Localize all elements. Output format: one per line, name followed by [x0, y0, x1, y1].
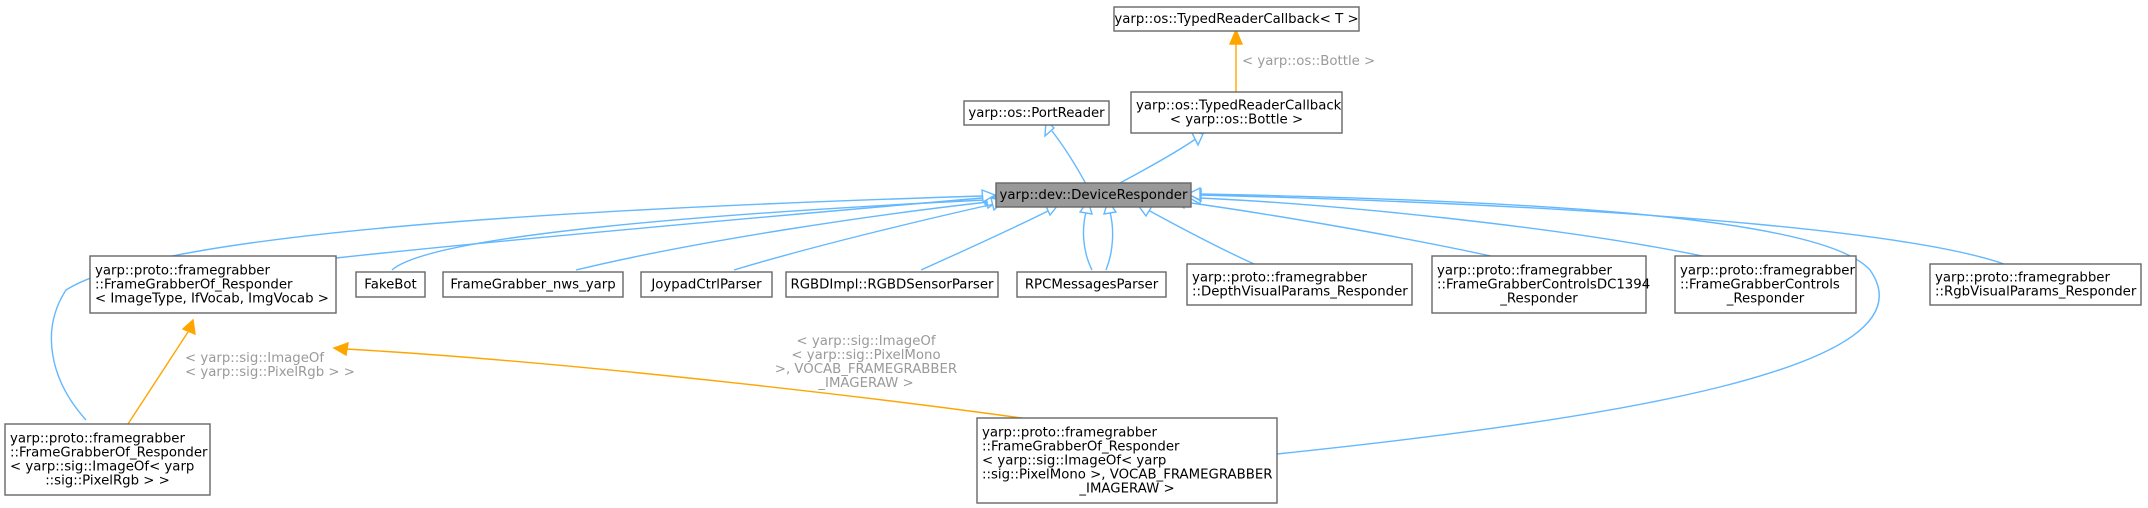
node-label-line: yarp::proto::framegrabber	[1437, 264, 1612, 279]
node-label-line: ::sig::PixelMono >, VOCAB_FRAMEGRABBER	[982, 468, 1273, 483]
node-label-line: ::FrameGrabberOf_Responder	[10, 446, 208, 461]
edge-rpc-messages-parser-a	[1078, 199, 1094, 271]
node-label-line: ::FrameGrabberControls	[1680, 278, 1840, 293]
node-label-line: yarp::proto::framegrabber	[95, 264, 270, 279]
edge-joypad-ctrl-parser	[733, 197, 1006, 271]
edge-label-line: < yarp::os::Bottle >	[1242, 54, 1375, 69]
edge-framegrabberof-responder-pixelmono	[1186, 186, 1880, 455]
node-box	[355, 271, 426, 298]
edge-rgb-visual-params-responder	[1186, 187, 2005, 265]
node-framegrabber-nws-yarp[interactable]: FrameGrabber_nws_yarp	[442, 271, 624, 298]
node-label-line: JoypadCtrlParser	[650, 278, 762, 293]
node-label-line: yarp::proto::framegrabber	[982, 426, 1157, 441]
node-box	[785, 271, 999, 298]
node-label-line: yarp::proto::framegrabber	[1192, 271, 1367, 286]
node-port-reader[interactable]: yarp::os::PortReader	[963, 100, 1110, 126]
edge-framegrabberof-responder-pixelrgb	[50, 188, 997, 421]
node-fakebot[interactable]: FakeBot	[355, 271, 426, 298]
node-label-line: yarp::os::PortReader	[968, 106, 1105, 121]
edge-depth-visual-params-responder	[1136, 204, 1255, 265]
edge-label-pixelrgb: < yarp::sig::ImageOf< yarp::sig::PixelRg…	[185, 351, 355, 380]
edge-layer	[50, 28, 2005, 455]
node-label-line: FakeBot	[364, 278, 416, 293]
node-label-line: < yarp::sig::ImageOf< yarp	[982, 454, 1166, 469]
node-framegrabberof-responder[interactable]: yarp::proto::framegrabber::FrameGrabberO…	[89, 255, 337, 314]
node-box	[1431, 255, 1647, 314]
node-label-line: _Responder	[1726, 292, 1805, 307]
node-box	[442, 271, 624, 298]
node-box	[89, 255, 337, 314]
edge-device-responder-to-typed-reader-callback	[1117, 129, 1204, 185]
node-device-responder[interactable]: yarp::dev::DeviceResponder	[995, 182, 1192, 208]
edge-label-line: < yarp::sig::ImageOf	[796, 334, 935, 349]
node-label-line: yarp::os::TypedReaderCallback	[1136, 99, 1342, 114]
node-box	[4, 423, 211, 496]
node-label-line: yarp::proto::framegrabber	[10, 432, 185, 447]
edge-template-pixelrgb	[127, 318, 196, 425]
node-box	[1674, 255, 1857, 314]
node-label-line: _Responder	[1499, 292, 1578, 307]
node-label-line: ::FrameGrabberControlsDC1394	[1437, 278, 1650, 293]
edge-rgbd-sensor-parser	[920, 203, 1060, 271]
node-label-line: ::FrameGrabberOf_Responder	[982, 440, 1180, 455]
node-label-line: yarp::proto::framegrabber	[1680, 264, 1855, 279]
node-typed-reader-callback-t[interactable]: yarp::os::TypedReaderCallback< T >	[1113, 6, 1360, 32]
node-label-line: yarp::dev::DeviceResponder	[1000, 188, 1188, 203]
node-label-line: < yarp::sig::ImageOf< yarp	[10, 460, 194, 475]
edge-framegrabberof-responder	[335, 191, 998, 259]
node-label-line: RGBDImpl::RGBDSensorParser	[791, 278, 994, 293]
node-rgb-visual-params-responder[interactable]: yarp::proto::framegrabber::RgbVisualPara…	[1929, 263, 2142, 306]
edge-device-responder-to-port-reader	[1044, 118, 1087, 185]
edge-framegrabber-nws-yarp	[575, 194, 1001, 271]
edge-label-line: < yarp::sig::PixelMono	[791, 348, 940, 363]
edge-rpc-messages-parser-b	[1102, 199, 1118, 271]
node-box	[640, 271, 773, 298]
node-label-line: yarp::os::TypedReaderCallback< T >	[1114, 12, 1358, 27]
node-framegrabber-controls-responder[interactable]: yarp::proto::framegrabber::FrameGrabberC…	[1674, 255, 1857, 314]
edge-label-line: _IMAGERAW >	[817, 376, 913, 391]
node-label-line: < ImageType, IfVocab, ImgVocab >	[95, 292, 329, 307]
node-label-line: FrameGrabber_nws_yarp	[450, 278, 615, 293]
node-box	[1130, 91, 1343, 134]
edge-label-line: < yarp::sig::PixelRgb > >	[185, 365, 355, 380]
edge-label-bottle: < yarp::os::Bottle >	[1242, 54, 1375, 69]
node-label-line: < yarp::os::Bottle >	[1170, 113, 1303, 128]
node-joypad-ctrl-parser[interactable]: JoypadCtrlParser	[640, 271, 773, 298]
node-layer: yarp::os::TypedReaderCallback< T > yarp:…	[4, 6, 2142, 504]
edge-template-pixelmono	[332, 341, 1037, 421]
node-framegrabberof-responder-pixelmono[interactable]: yarp::proto::framegrabber::FrameGrabberO…	[976, 417, 1278, 504]
edge-label-layer: < yarp::os::Bottle > < yarp::sig::ImageO…	[185, 54, 1375, 391]
edge-label-pixelmono: < yarp::sig::ImageOf< yarp::sig::PixelMo…	[775, 334, 957, 391]
node-rpc-messages-parser[interactable]: RPCMessagesParser	[1016, 271, 1167, 298]
node-framegrabber-controls-dc1394-responder[interactable]: yarp::proto::framegrabber::FrameGrabberC…	[1431, 255, 1650, 314]
node-rgbd-sensor-parser[interactable]: RGBDImpl::RGBDSensorParser	[785, 271, 999, 298]
node-label-line: RPCMessagesParser	[1025, 278, 1159, 293]
node-box	[963, 100, 1110, 126]
node-framegrabberof-responder-pixelrgb[interactable]: yarp::proto::framegrabber::FrameGrabberO…	[4, 423, 211, 496]
edge-label-line: < yarp::sig::ImageOf	[185, 351, 324, 366]
node-box	[1113, 6, 1360, 32]
edge-template-bottle	[1228, 28, 1244, 92]
node-box	[1929, 263, 2142, 306]
node-typed-reader-callback-bottle[interactable]: yarp::os::TypedReaderCallback< yarp::os:…	[1130, 91, 1343, 134]
node-label-line: ::FrameGrabberOf_Responder	[95, 278, 293, 293]
edge-label-line: >, VOCAB_FRAMEGRABBER	[775, 362, 957, 377]
node-depth-visual-params-responder[interactable]: yarp::proto::framegrabber::DepthVisualPa…	[1186, 263, 1413, 306]
node-box	[976, 417, 1278, 504]
node-box	[995, 182, 1192, 208]
node-box	[1186, 263, 1413, 306]
node-label-line: ::sig::PixelRgb > >	[45, 474, 170, 489]
edge-fakebot	[391, 192, 999, 271]
node-label-line: yarp::proto::framegrabber	[1935, 271, 2110, 286]
node-label-line: _IMAGERAW >	[1078, 482, 1174, 497]
node-box	[1016, 271, 1167, 298]
node-label-line: ::RgbVisualParams_Responder	[1935, 285, 2137, 300]
node-label-line: ::DepthVisualParams_Responder	[1192, 285, 1408, 300]
